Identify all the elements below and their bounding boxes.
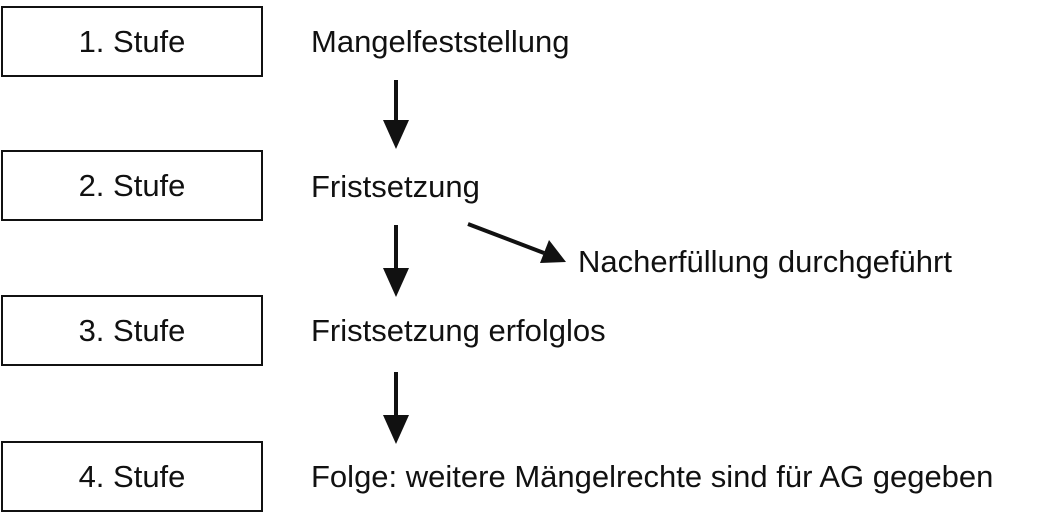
stage-4-description: Folge: weitere Mängelrechte sind für AG … [311,459,994,494]
arrow-stage-2-to-3 [383,225,409,297]
stage-4-box: 4. Stufe [1,441,263,512]
stage-2-box: 2. Stufe [1,150,263,221]
stage-1-description: Mangelfeststellung [311,24,570,59]
stage-4-label: 4. Stufe [78,458,186,494]
stage-1-box: 1. Stufe [1,6,263,77]
stage-3-box: 3. Stufe [1,295,263,366]
arrow-stage-3-to-4 [383,372,409,444]
stage-2-description: Fristsetzung [311,169,480,204]
arrow-stage-1-to-2 [383,80,409,149]
stage-3-label: 3. Stufe [78,312,186,348]
stage-3-description: Fristsetzung erfolglos [311,313,606,348]
stage-2-label: 2. Stufe [78,167,186,203]
stage-1-label: 1. Stufe [78,23,186,59]
branch-outcome-text: Nacherfüllung durchgeführt [578,244,952,279]
arrow-branch-to-outcome [467,222,566,263]
